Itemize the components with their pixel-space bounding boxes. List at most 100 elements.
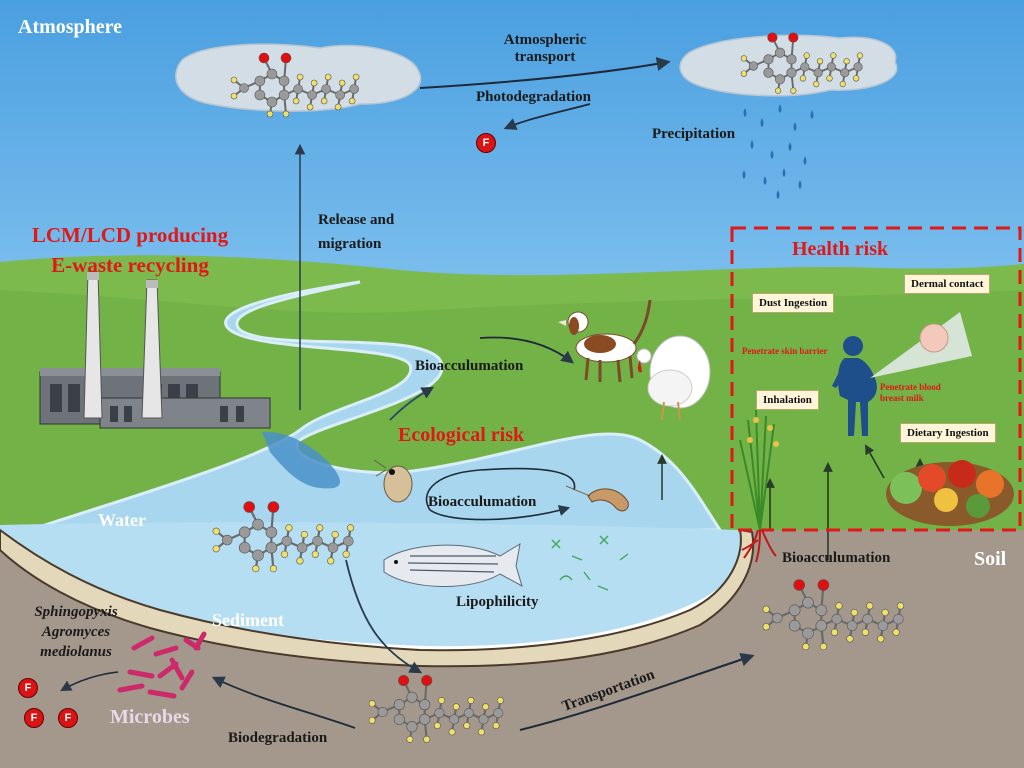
label-release-line2: migration [318, 236, 382, 252]
molecule-atom [278, 89, 290, 101]
molecule-atom [239, 83, 249, 93]
molecule-atom [280, 550, 289, 558]
molecule-atom [258, 52, 270, 64]
molecule-atom [230, 92, 238, 100]
label-photodegradation: Photodegradation [476, 89, 592, 105]
molecule-atom [861, 628, 869, 636]
label-microbe-species: Sphingopyxis Agromyces mediolanus [6, 602, 146, 662]
molecule-atom [300, 530, 308, 539]
molecule-atom [449, 714, 460, 725]
molecule-atom [296, 542, 308, 553]
label-water: Water [98, 510, 146, 530]
molecule-atom [393, 713, 405, 725]
molecule-atom [265, 526, 278, 539]
microbe-rods [117, 631, 207, 699]
biodegradation-arrow [211, 676, 356, 729]
molecule-atom [310, 79, 318, 87]
cloud-right [679, 34, 898, 97]
molecule-atom [292, 97, 300, 105]
molecule-atom [774, 87, 782, 94]
molecule-atom [338, 79, 346, 87]
molecule-atom [790, 87, 797, 94]
molecule-atom [377, 706, 388, 718]
molecule-atom [452, 703, 460, 711]
box-dietary-ingestion: Dietary Ingestion [900, 423, 996, 443]
molecule-atom [448, 728, 456, 736]
molecule-atom [312, 535, 323, 547]
molecule-atom [320, 97, 328, 105]
molecule-atom [846, 620, 858, 631]
molecule-atom [850, 608, 858, 617]
molecule-atom [221, 534, 233, 546]
label-source-line1: LCM/LCD producing [31, 223, 229, 247]
grass-plant [739, 409, 775, 531]
molecule-atom [321, 84, 331, 94]
molecule-atom [280, 52, 292, 64]
molecule-atom [243, 501, 255, 513]
molecule-atom [463, 722, 471, 730]
molecule-cloud-right [740, 32, 864, 94]
bioaccumulation-upper-arrow [479, 336, 574, 364]
molecule-atom [762, 605, 770, 613]
molecule-atom [285, 524, 293, 532]
molecule-atom [771, 612, 783, 624]
molecule-atom [892, 628, 900, 636]
fluoride-icon: F [58, 708, 78, 728]
molecule-atom [266, 68, 278, 80]
molecule-atom [788, 32, 799, 43]
microbe-degradation-arrow [60, 671, 119, 692]
molecule-atom [335, 90, 345, 100]
label-precipitation: Precipitation [652, 126, 736, 142]
molecule-atom [324, 73, 332, 81]
transportation-arrow [519, 652, 755, 731]
label-microbes: Microbes [110, 706, 190, 728]
molecule-atom [296, 557, 304, 565]
molecule-atom [482, 703, 490, 711]
molecule-atom [266, 110, 274, 118]
molecule-atom [252, 549, 264, 562]
fish-figure [383, 543, 523, 588]
vegetable-basket [886, 460, 1014, 526]
sediment-transport-arrow [345, 559, 423, 674]
molecule-atom [293, 84, 303, 94]
molecule-atom [788, 604, 801, 617]
molecule-atom [839, 80, 846, 88]
molecule-atom [846, 635, 854, 643]
molecule-atom [306, 103, 314, 111]
molecule-atom [800, 62, 810, 72]
molecule-atom [419, 713, 431, 725]
molecule-atom [434, 708, 445, 719]
molecule-atom [307, 90, 317, 100]
molecule-atom [265, 541, 278, 554]
molecule-atom [866, 602, 874, 610]
molecule-atom [852, 75, 860, 82]
molecule-atom [786, 67, 797, 78]
label-biodegradation: Biodegradation [228, 730, 328, 746]
box-inhalation: Inhalation [756, 390, 819, 410]
water-body [0, 522, 748, 647]
molecule-atom [763, 54, 774, 65]
molecule-atom [819, 642, 828, 651]
molecule-atom [493, 708, 504, 719]
molecule-atom [813, 80, 820, 88]
health-risk-box [730, 226, 1022, 532]
shrimp-figure [565, 485, 629, 512]
molecule-atom [252, 564, 260, 573]
molecule-atom [774, 74, 786, 85]
molecule-atom [398, 674, 410, 687]
label-penetrate-blood-line2: breast milk [880, 393, 924, 403]
molecule-atom [368, 716, 376, 724]
molecule-cloud-left [230, 52, 360, 118]
molecule-atom [881, 608, 889, 617]
molecule-atom [799, 75, 807, 82]
fetus-icon [919, 323, 949, 353]
molecule-atom [740, 55, 748, 62]
label-penetrate-skin: Penetrate skin barrier [742, 346, 828, 356]
pregnant-woman-figure [832, 336, 877, 436]
label-release-line1: Release and [318, 212, 395, 228]
fluoride-icon: F [24, 708, 44, 728]
molecule-atom [830, 628, 839, 636]
photodegradation-arrow [503, 103, 591, 130]
molecule-atom [813, 68, 823, 78]
molecule-atom [281, 535, 292, 547]
